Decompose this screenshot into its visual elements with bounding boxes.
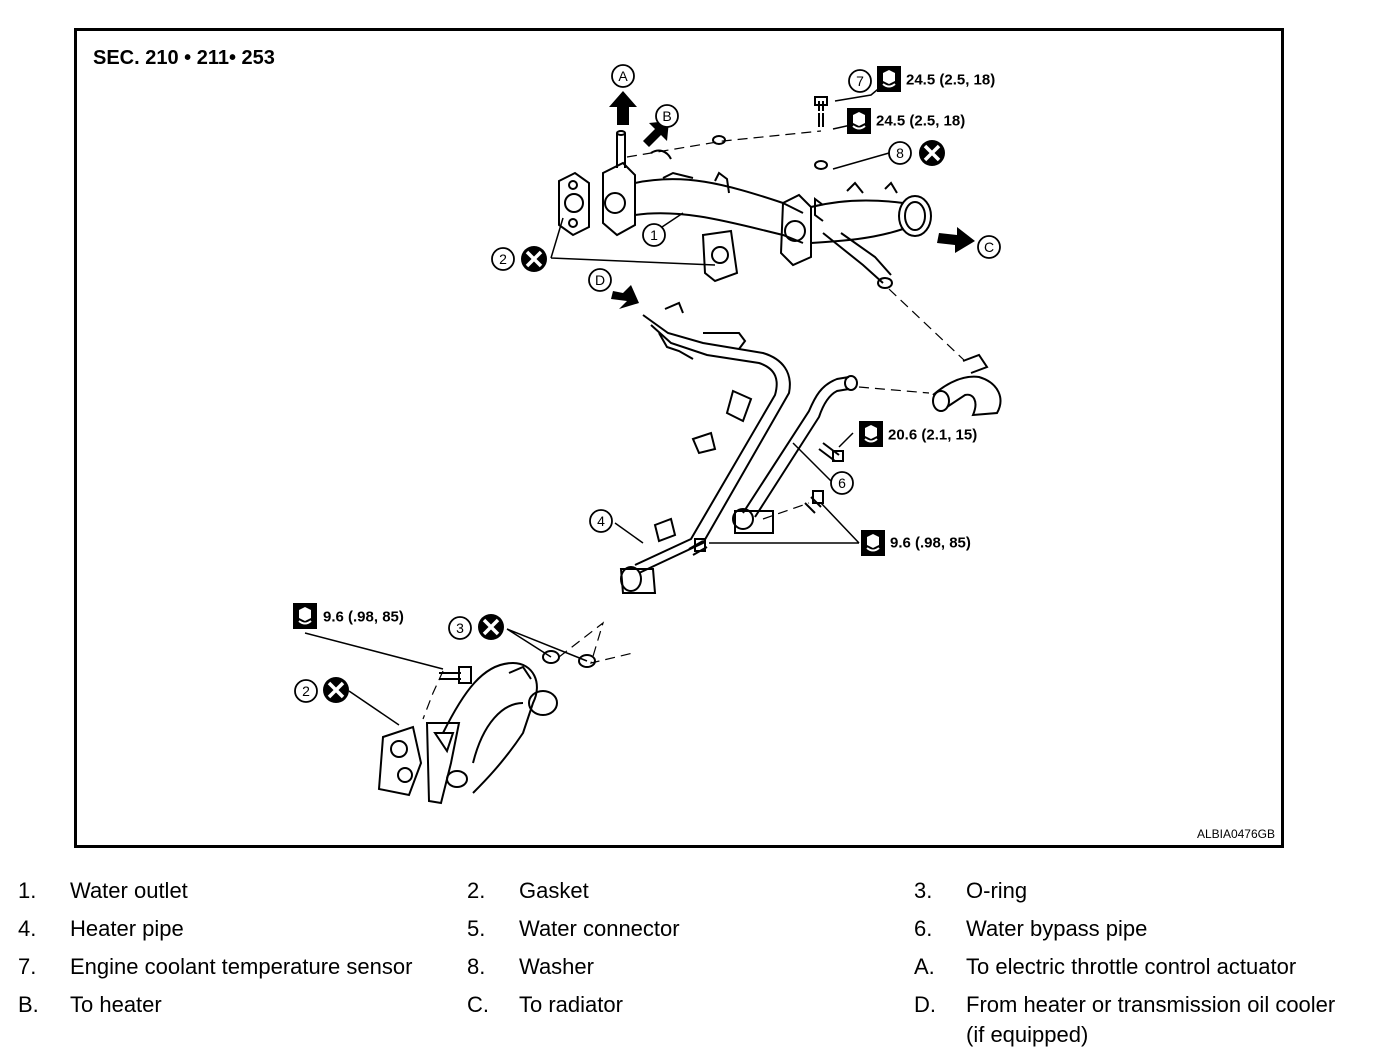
water-outlet-drawing [558,96,932,289]
legend-label: Water bypass pipe [966,916,1148,941]
legend-label: To heater [70,992,162,1017]
legend-label: Washer [519,954,594,979]
legend-number: 7. [18,954,37,979]
flow-arrows [609,91,975,309]
legend-label: Heater pipe [70,916,184,941]
callout-B: B [662,108,671,124]
callout-7: 7 [856,73,864,89]
callout-2-top: 2 [499,251,507,267]
diagram-drawing: A B C D 1 2 7 8 6 4 3 2 24.5 (2.5, 18) 2… [292,64,1002,805]
torque-label-connector: 9.6 (.98, 85) [323,609,404,626]
callout-1: 1 [650,227,658,243]
legend-number: C. [467,992,489,1017]
legend-number: 8. [467,954,486,979]
legend-number: 5. [467,916,486,941]
callout-8: 8 [896,145,904,161]
legend-label: To electric throttle control actuator [966,954,1297,979]
legend-number: 4. [18,916,37,941]
section-title: SEC. 210 • 211• 253 [93,47,275,69]
torque-values: 24.5 (2.5, 18) 24.5 (2.5, 18) 20.6 (2.1,… [323,72,995,626]
water-connector-drawing [377,661,558,805]
legend-label: Water connector [519,916,680,941]
figure-id: ALBIA0476GB [1196,827,1275,841]
callout-C: C [984,239,994,255]
bypass-pipe-drawing [732,353,1002,534]
legend-number: B. [18,992,39,1017]
legend-number: 2. [467,878,486,903]
torque-label-outlet: 24.5 (2.5, 18) [876,113,965,130]
leader-lines [304,84,890,726]
assembly-dash-lines [422,130,966,720]
legend-label: From heater or transmission oil cooler (… [966,992,1336,1047]
legend-label: Water outlet [70,878,188,903]
legend-number: 1. [18,878,37,903]
legend-number: 6. [914,916,933,941]
legend-number: 3. [914,878,933,903]
callout-6: 6 [838,475,846,491]
callout-4: 4 [597,513,605,529]
legend-number: A. [914,954,935,979]
legend-label: Engine coolant temperature sensor [70,954,413,979]
torque-label-sensor: 24.5 (2.5, 18) [906,72,995,89]
exploded-diagram: A B C D 1 2 7 8 6 4 3 2 24.5 (2.5, 18) 2… [74,28,1284,848]
callout-letters: A B C D 1 2 7 8 6 4 3 2 [302,68,994,699]
callout-badges [292,64,1001,705]
torque-label-heater: 9.6 (.98, 85) [890,535,971,552]
callout-A: A [618,68,628,84]
torque-label-bypass: 20.6 (2.1, 15) [888,427,977,444]
legend-label: Gasket [519,878,589,903]
callout-3: 3 [456,620,464,636]
legend-number: D. [914,992,936,1017]
heater-pipe-drawing [619,301,791,594]
legend-label: O-ring [966,878,1028,903]
legend-label: To radiator [519,992,623,1017]
callout-D: D [595,272,605,288]
callout-2-bottom: 2 [302,683,310,699]
